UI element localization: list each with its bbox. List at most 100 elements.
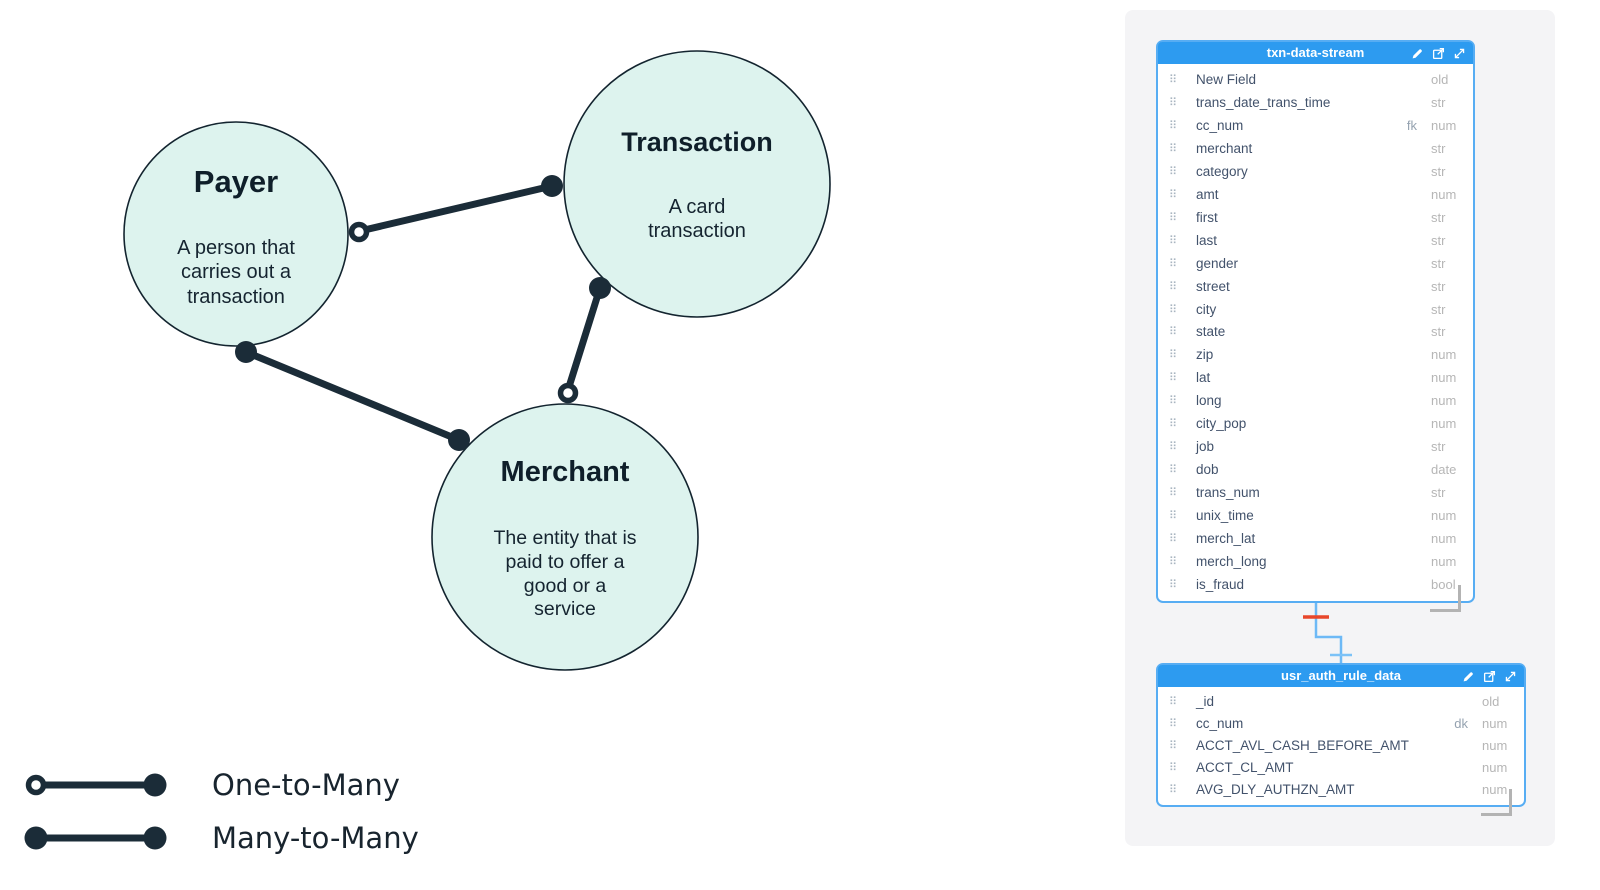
field-name: amt (1196, 186, 1219, 202)
drag-handle-icon[interactable]: ⠿ (1169, 164, 1178, 178)
drag-handle-icon[interactable]: ⠿ (1169, 440, 1178, 454)
field-type: str (1431, 209, 1446, 225)
expand-diagonal-icon[interactable] (1453, 47, 1466, 60)
drag-handle-icon[interactable]: ⠿ (1169, 187, 1178, 201)
drag-handle-icon[interactable]: ⠿ (1169, 509, 1178, 523)
field-name: zip (1196, 347, 1214, 363)
field-row[interactable]: ⠿ AVG_DLY_AUTHZN_AMT num (1158, 778, 1524, 800)
eyedropper-icon[interactable] (1411, 47, 1424, 60)
drag-handle-icon[interactable]: ⠿ (1169, 256, 1178, 270)
panel-connector-line[interactable] (1303, 600, 1352, 665)
field-type: date (1431, 462, 1457, 478)
field-type: num (1431, 393, 1457, 409)
legend-symbol-many-to-many (24, 826, 167, 850)
field-type: str (1431, 439, 1446, 455)
field-name: city_pop (1196, 416, 1247, 432)
field-key-badge: dk (1454, 716, 1468, 732)
open-in-new-icon[interactable] (1432, 47, 1445, 60)
drag-handle-icon[interactable]: ⠿ (1169, 348, 1178, 362)
field-type: str (1431, 94, 1446, 110)
eyedropper-icon[interactable] (1462, 670, 1475, 683)
drag-handle-icon[interactable]: ⠿ (1169, 695, 1178, 709)
drag-handle-icon[interactable]: ⠿ (1169, 325, 1178, 339)
drag-handle-icon[interactable]: ⠿ (1169, 279, 1178, 293)
drag-handle-icon[interactable]: ⠿ (1169, 72, 1178, 86)
expand-diagonal-icon[interactable] (1504, 670, 1517, 683)
field-type: num (1482, 781, 1508, 797)
resize-handle[interactable] (1430, 585, 1461, 612)
field-key-badge: fk (1406, 117, 1417, 133)
resize-handle[interactable] (1481, 789, 1512, 816)
field-row[interactable]: ⠿ job str (1158, 435, 1473, 458)
many-marker (541, 175, 563, 197)
panel-title: txn-data-stream (1266, 45, 1365, 60)
drag-handle-icon[interactable]: ⠿ (1169, 371, 1178, 385)
field-name: merch_long (1196, 553, 1267, 569)
drag-handle-icon[interactable]: ⠿ (1169, 302, 1178, 316)
field-row[interactable]: ⠿ amt num (1158, 183, 1473, 206)
drag-handle-icon[interactable]: ⠿ (1169, 577, 1178, 591)
drag-handle-icon[interactable]: ⠿ (1169, 463, 1178, 477)
entity-circle-transaction[interactable] (563, 50, 831, 318)
entity-circle-payer[interactable] (123, 121, 349, 347)
drag-handle-icon[interactable]: ⠿ (1169, 210, 1178, 224)
drag-handle-icon[interactable]: ⠿ (1169, 738, 1178, 752)
field-name: street (1196, 278, 1230, 294)
field-name: category (1196, 163, 1248, 179)
drag-handle-icon[interactable]: ⠿ (1169, 532, 1178, 546)
field-type: num (1482, 737, 1508, 753)
drag-handle-icon[interactable]: ⠿ (1169, 394, 1178, 408)
field-type: str (1431, 163, 1446, 179)
drag-handle-icon[interactable]: ⠿ (1169, 233, 1178, 247)
many-marker (448, 429, 470, 451)
drag-handle-icon[interactable]: ⠿ (1169, 118, 1178, 132)
drag-handle-icon[interactable]: ⠿ (1169, 95, 1178, 109)
drag-handle-icon[interactable]: ⠿ (1169, 141, 1178, 155)
field-row[interactable]: ⠿ category str (1158, 160, 1473, 183)
legend-label-one-to-many: One-to-Many (212, 768, 400, 802)
field-name: AVG_DLY_AUTHZN_AMT (1196, 781, 1355, 797)
drag-handle-icon[interactable]: ⠿ (1169, 554, 1178, 568)
many-marker (235, 341, 257, 363)
panel-header[interactable]: usr_auth_rule_data (1158, 665, 1524, 687)
field-type: num (1431, 508, 1457, 524)
drag-handle-icon[interactable]: ⠿ (1169, 760, 1178, 774)
open-in-new-icon[interactable] (1483, 670, 1496, 683)
field-name: gender (1196, 255, 1239, 271)
drag-handle-icon[interactable]: ⠿ (1169, 782, 1178, 796)
panel-header[interactable]: txn-data-stream (1158, 42, 1473, 64)
field-type: num (1431, 186, 1457, 202)
drag-handle-icon[interactable]: ⠿ (1169, 717, 1178, 731)
entity-circle-merchant[interactable] (431, 403, 699, 671)
field-name: job (1196, 439, 1215, 455)
drag-handle-icon[interactable]: ⠿ (1169, 486, 1178, 500)
field-type: str (1431, 301, 1446, 317)
legend-symbol-one-to-many (25, 773, 167, 797)
drag-handle-icon[interactable]: ⠿ (1169, 417, 1178, 431)
field-type: str (1431, 485, 1446, 501)
